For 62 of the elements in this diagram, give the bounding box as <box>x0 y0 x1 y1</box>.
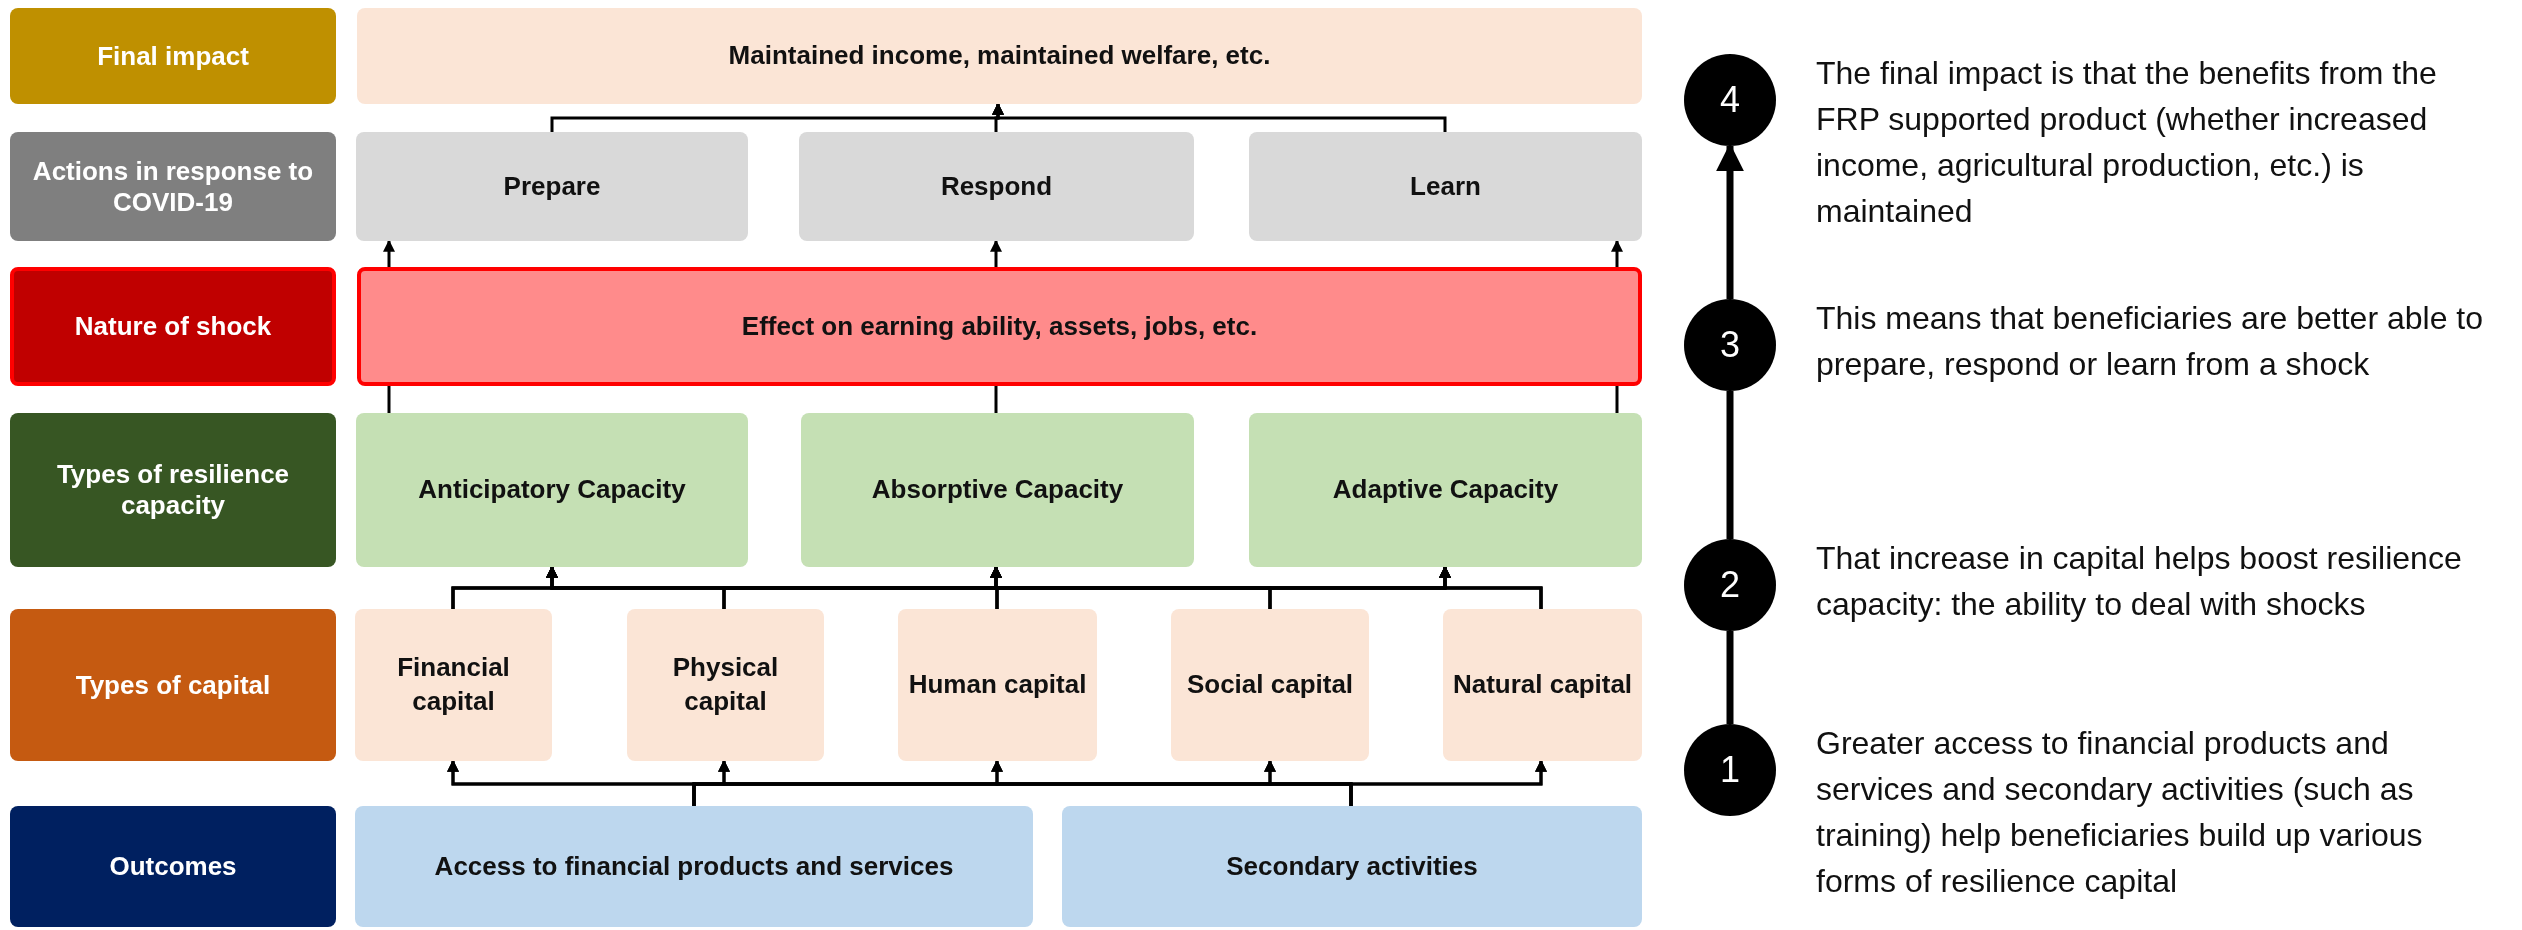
row-label: Types of capital <box>75 669 271 701</box>
row-label-box <box>10 413 336 567</box>
box-text: Human capital <box>908 668 1087 702</box>
content-box <box>801 413 1194 567</box>
content-box <box>1171 609 1369 761</box>
content-box <box>357 267 1642 386</box>
connector-line <box>1726 391 1734 539</box>
box-text: Effect on earning ability, assets, jobs, etc. <box>741 309 1258 343</box>
step-number: 1 <box>1720 749 1740 791</box>
content-box <box>1062 806 1642 927</box>
step-number: 4 <box>1720 79 1740 121</box>
box-text: Natural capital <box>1452 668 1633 702</box>
arrow <box>1349 759 1547 806</box>
row-label-box <box>10 806 336 927</box>
step-number: 2 <box>1720 564 1740 606</box>
box-text: Respond <box>940 169 1053 203</box>
content-box <box>1249 413 1642 567</box>
row-label: Final impact <box>97 40 249 72</box>
box-text: Access to financial products and services <box>434 849 954 883</box>
row-label: Outcomes <box>109 851 237 882</box>
connector-line <box>1615 386 1619 413</box>
box-text: Anticipatory Capacity <box>418 473 686 507</box>
arrow <box>990 239 1002 267</box>
box-text: Learn <box>1410 169 1481 203</box>
arrow <box>992 102 1447 132</box>
content-box <box>355 609 552 761</box>
arrow <box>1439 565 1543 609</box>
arrow <box>1611 239 1623 267</box>
arrow <box>383 239 395 267</box>
connector-line <box>387 386 391 413</box>
step-description: That increase in capital helps boost resilience capacity: the ability to deal with shocks <box>1816 539 2463 624</box>
row-label-box <box>10 132 336 241</box>
box-text: Adaptive Capacity <box>1332 473 1559 507</box>
row-label-box <box>10 8 336 104</box>
content-box <box>1249 132 1642 241</box>
connector-line <box>994 386 998 413</box>
step-description: This means that beneficiaries are better able to prepare, respond or learn from a shock <box>1816 299 2485 384</box>
row-label: Nature of shock <box>74 311 272 342</box>
box-text: Absorptive Capacity <box>871 473 1124 507</box>
box-text: Prepare <box>503 169 601 203</box>
box-text: Social capital <box>1186 668 1354 702</box>
content-box <box>355 806 1033 927</box>
row-label: Actions in response to COVID-19 <box>31 155 315 218</box>
box-text: Secondary activities <box>1226 849 1478 883</box>
content-box <box>799 132 1194 241</box>
content-box <box>1443 609 1642 761</box>
step-description: Greater access to financial products and services and secondary activities (such as training) help beneficiaries build up various forms of resilience capital <box>1816 724 2424 901</box>
row-label: Types of resilience capacity <box>55 459 291 521</box>
row-label-box <box>10 609 336 761</box>
arrow <box>1716 143 1744 299</box>
connector-line <box>1726 631 1734 724</box>
content-box <box>898 609 1097 761</box>
box-text: Physical capital <box>671 651 780 718</box>
row-label-box <box>10 267 336 386</box>
content-box <box>356 132 748 241</box>
content-box <box>356 413 748 567</box>
step-number: 3 <box>1720 324 1740 366</box>
content-box <box>357 8 1642 104</box>
box-text: Maintained income, maintained welfare, etc. <box>728 39 1271 73</box>
step-description: The final impact is that the benefits from the FRP supported product (whether increased income, agricultural production, etc.) is maintained <box>1816 54 2438 231</box>
box-text: Financial capital <box>396 651 511 718</box>
content-box <box>627 609 824 761</box>
